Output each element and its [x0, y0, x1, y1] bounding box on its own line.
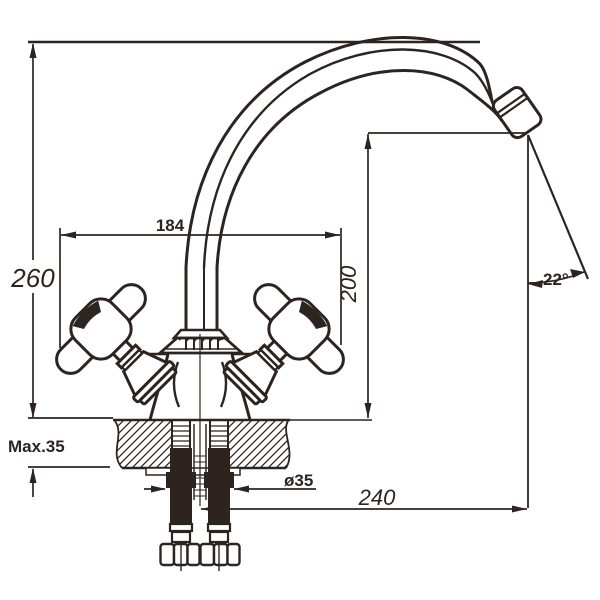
supply-hose-left	[159, 448, 201, 571]
dim-handle-span-label: 184	[156, 216, 185, 235]
dim-hole-diameter-label: ø35	[284, 471, 313, 490]
dim-spout-reach-label: 240	[358, 485, 396, 510]
mounting-crown	[156, 328, 246, 355]
dim-spout-reach: 240	[201, 485, 527, 513]
dim-outlet-height: 200	[290, 132, 526, 421]
spout-arc	[184, 36, 504, 332]
dim-max-thickness: Max.35	[8, 417, 113, 497]
dim-outlet-angle-label: 22°	[543, 270, 569, 289]
dim-outlet-angle: 22°	[526, 134, 590, 508]
threaded-shanks	[171, 421, 229, 450]
dim-overall-height: 260	[10, 43, 55, 418]
spout-aerator	[491, 86, 543, 140]
supply-hose-right	[199, 448, 241, 571]
dim-hole-diameter: ø35	[144, 471, 316, 493]
dim-overall-height-label: 260	[10, 263, 55, 293]
dim-handle-span: 184	[59, 216, 342, 348]
dim-outlet-height-label: 200	[336, 265, 361, 303]
dim-max-thickness-label: Max.35	[8, 437, 65, 456]
countertop-section	[113, 418, 291, 470]
